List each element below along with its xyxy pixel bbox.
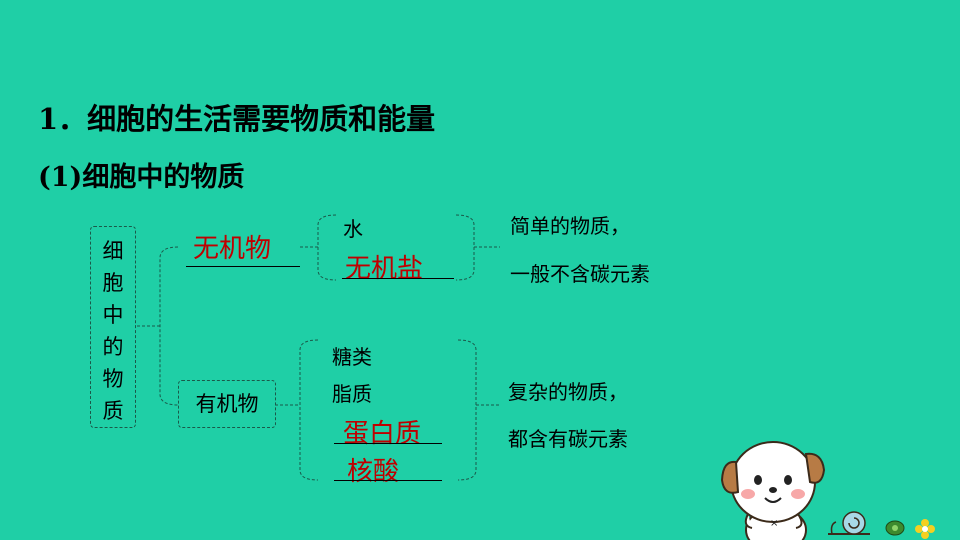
shell-icon — [885, 520, 905, 536]
inorganic-description-line-2: 一般不含碳元素 — [510, 262, 650, 286]
organic-item-nucleic-acid-blank — [334, 480, 442, 481]
organic-label-box: 有机物 — [178, 380, 276, 428]
svg-text:×: × — [770, 518, 778, 529]
heading-section-1: 1．细胞的生活需要物质和能量 — [38, 102, 436, 136]
inorganic-label-blank — [186, 266, 300, 267]
root-char: 细 — [102, 239, 124, 263]
organic-description-line-2: 都含有碳元素 — [508, 427, 628, 451]
organic-item-protein-blank — [334, 443, 442, 444]
inorganic-item-salt: 无机盐 — [345, 254, 424, 284]
heading-subsection-1: (1)细胞中的物质 — [38, 162, 245, 193]
root-concept-box: 细 胞 中 的 物 质 — [90, 226, 136, 428]
root-char: 中 — [102, 303, 124, 327]
organic-item-nucleic-acid: 核酸 — [347, 457, 400, 487]
organic-item-lipid: 脂质 — [332, 382, 372, 406]
inorganic-label: 无机物 — [193, 234, 272, 264]
inorganic-item-water: 水 — [343, 217, 363, 241]
snail-icon — [828, 511, 870, 535]
organic-description-line-1: 复杂的物质， — [508, 380, 628, 404]
organic-item-carbohydrate: 糖类 — [332, 345, 372, 369]
flower-icon — [915, 519, 935, 539]
root-char: 的 — [102, 335, 124, 359]
inorganic-item-salt-blank — [342, 278, 454, 279]
cartoon-puppy-icon: × — [720, 441, 826, 540]
inorganic-description-line-1: 简单的物质， — [510, 214, 630, 238]
root-char: 物 — [102, 367, 124, 391]
root-char: 质 — [102, 399, 124, 423]
root-char: 胞 — [102, 271, 124, 295]
organic-item-protein: 蛋白质 — [343, 419, 422, 449]
